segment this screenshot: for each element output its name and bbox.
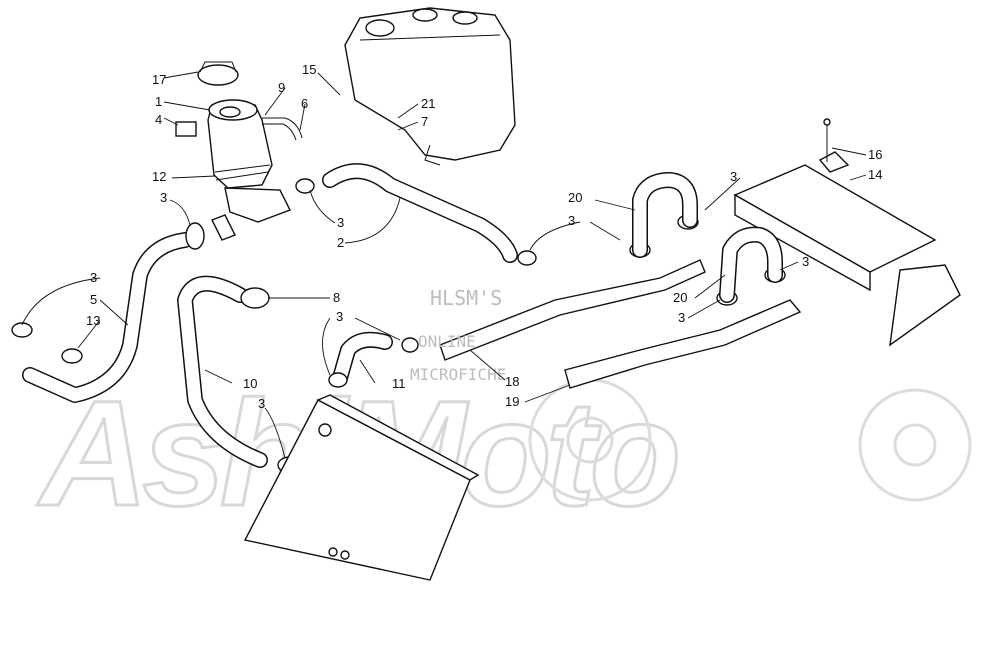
callout-9: 9 [278,80,285,95]
callout-3a: 3 [160,190,167,205]
heat-exchanger [733,118,961,347]
elbow-20-lower [719,226,783,303]
watermark-line3: MICROFICHE [410,365,506,384]
decal [175,121,197,137]
callout-14: 14 [868,167,882,182]
callout-11: 11 [392,376,406,391]
long-hose [177,275,268,468]
callout-5: 5 [90,292,97,307]
callout-7: 7 [421,114,428,129]
callout-20b: 20 [673,290,687,305]
callout-4: 4 [155,112,162,127]
callout-13: 13 [86,313,100,328]
tube-18 [439,259,706,361]
callout-19: 19 [505,394,519,409]
filler-neck-housing [197,61,291,241]
callout-3i: 3 [678,310,685,325]
coolant-tank [344,7,516,166]
watermark-line2: ONLINE [418,332,476,351]
callout-3b: 3 [337,215,344,230]
elbow-20-upper [632,172,698,258]
callout-2: 2 [337,235,344,250]
callout-1: 1 [155,94,162,109]
short-hose [332,331,393,386]
callout-17: 17 [152,72,166,87]
callout-3d: 3 [336,309,343,324]
callout-21: 21 [421,96,435,111]
left-hose [22,232,193,403]
callout-3c: 3 [90,270,97,285]
overflow-hose [262,117,303,139]
callout-3h: 3 [802,254,809,269]
upper-hose [322,163,518,263]
callout-3g: 3 [730,169,737,184]
callout-12: 12 [152,169,166,184]
callout-6: 6 [301,96,308,111]
callout-8: 8 [333,290,340,305]
callout-15: 15 [302,62,316,77]
mounting-plate [243,394,480,581]
callout-labels: 17 1 4 12 3 15 9 6 21 7 3 2 3 5 13 8 3 1… [86,62,882,411]
callout-16: 16 [868,147,882,162]
callout-10: 10 [243,376,257,391]
leader-lines [21,71,867,459]
callout-3f: 3 [568,213,575,228]
callout-18: 18 [505,374,519,389]
callout-20a: 20 [568,190,582,205]
callout-3e: 3 [258,396,265,411]
tube-19 [564,299,802,389]
watermark-line1: HLSM'S [430,286,502,310]
